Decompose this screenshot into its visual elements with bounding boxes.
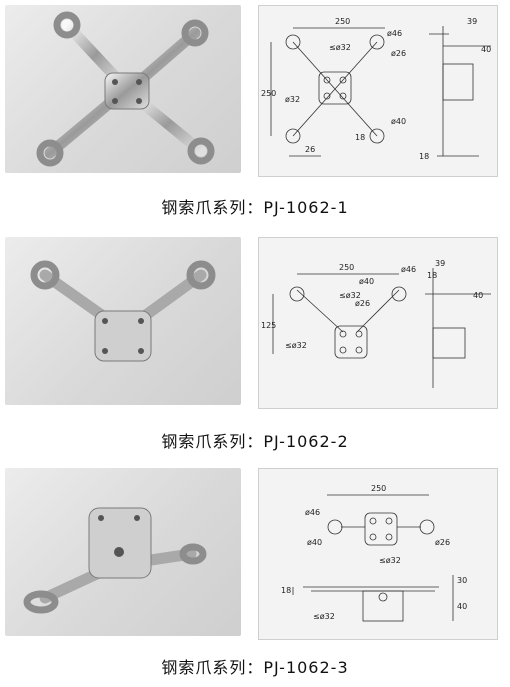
dim-18: 18 xyxy=(355,133,365,142)
spider-claw-4-arm-image xyxy=(36,11,215,167)
dim-39: 39 xyxy=(435,259,445,268)
dim-250: 250 xyxy=(371,484,386,493)
dim-d46: ø46 xyxy=(387,29,402,38)
dim-d26: ø26 xyxy=(391,49,406,58)
dim-d40: ø40 xyxy=(307,538,322,547)
product-caption-2: 钢索爪系列：PJ-1062-2 xyxy=(161,432,349,451)
product-caption-1: 钢索爪系列：PJ-1062-1 xyxy=(161,198,349,217)
product-photo-3 xyxy=(5,468,241,636)
product-photo-1 xyxy=(5,5,241,173)
dim-d26: ø26 xyxy=(355,299,370,308)
dim-d32: ≤ø32 xyxy=(339,291,361,300)
spider-claw-1-arm-image xyxy=(23,507,207,614)
dim-18: 18 xyxy=(427,271,437,280)
dim-d32: ≤ø32 xyxy=(329,43,351,52)
dim-d32b: ≤ø32 xyxy=(313,612,335,621)
dim-40: 40 xyxy=(481,45,491,54)
dim-d40: ø40 xyxy=(391,117,406,126)
dim-40: 40 xyxy=(457,602,467,611)
dim-39: 39 xyxy=(467,17,477,26)
dim-250-vertical: 250 xyxy=(261,89,276,98)
dim-26: 26 xyxy=(305,145,315,154)
dim-30: 30 xyxy=(457,576,467,585)
dim-d46: ø46 xyxy=(305,508,320,517)
product-photo-2 xyxy=(5,237,241,405)
dim-d32b: ≤ø32 xyxy=(285,341,307,350)
dim-125: 125 xyxy=(261,321,276,330)
technical-drawing-3: 250 ø46 ø40 ø26 ≤ø32 18 30 40 ≤ø32 xyxy=(258,468,498,640)
dim-d32: ≤ø32 xyxy=(379,556,401,565)
dim-18: 18 xyxy=(281,586,291,595)
dim-250: 250 xyxy=(339,263,354,272)
dim-40: 40 xyxy=(473,291,483,300)
dim-d26: ø26 xyxy=(435,538,450,547)
dim-250: 250 xyxy=(335,17,350,26)
technical-drawing-2: 250 ø40 ø46 ≤ø32 ø26 39 18 40 125 ≤ø32 xyxy=(258,237,498,409)
spider-claw-2-arm-image xyxy=(30,260,216,362)
dim-d32b: ø32 xyxy=(285,95,300,104)
technical-drawing-1: 250 39 40 ≤ø32 ø46 ø26 250 ø32 ø40 18 26… xyxy=(258,5,498,177)
dim-18b: 18 xyxy=(419,152,429,161)
dim-d40: ø40 xyxy=(359,277,374,286)
product-caption-3: 钢索爪系列：PJ-1062-3 xyxy=(161,658,349,677)
dim-d46: ø46 xyxy=(401,265,416,274)
